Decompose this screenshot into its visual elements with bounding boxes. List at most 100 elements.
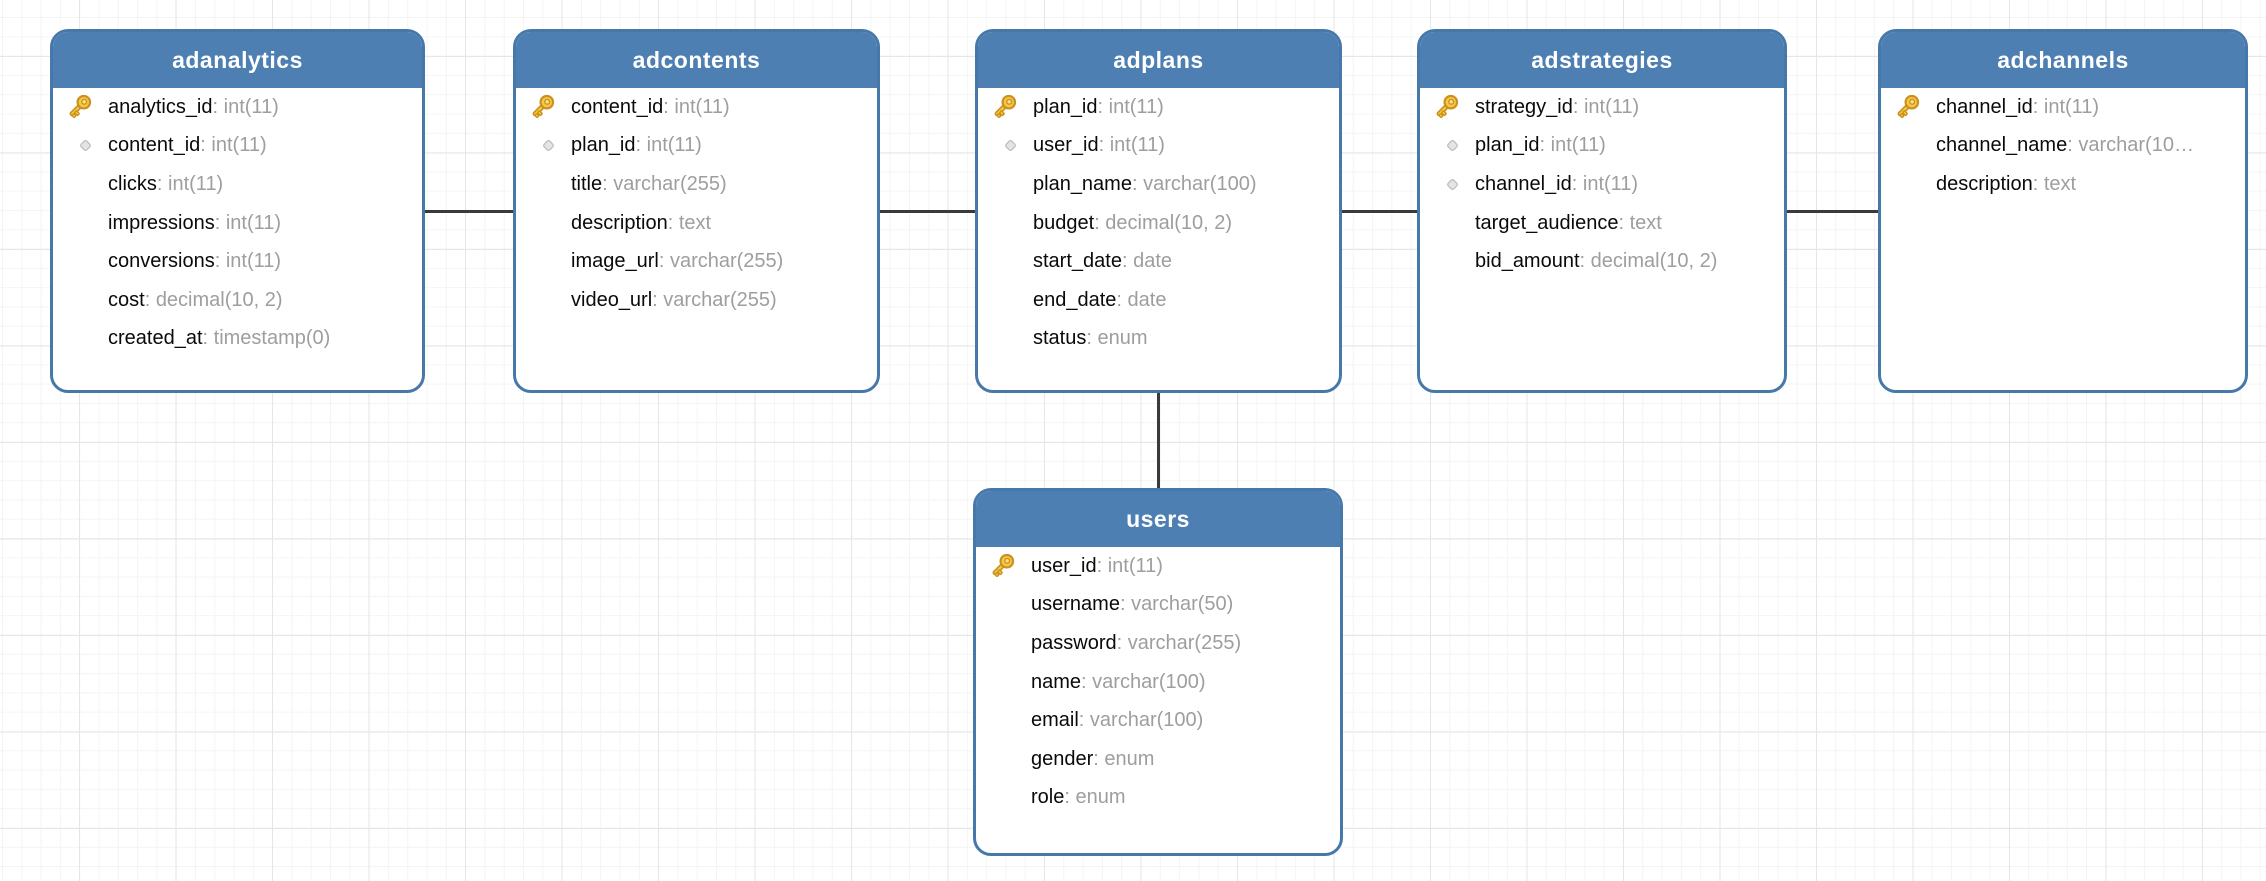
relation-line-adplans-adstrategies[interactable] [1340,210,1419,213]
field-name: plan_id [1033,95,1098,118]
table-header[interactable]: adcontents [516,32,877,88]
field-row[interactable]: created_at: timestamp(0) [53,320,422,359]
table-adstrategies[interactable]: adstrategies strategy_id: int(11) plan_i… [1417,29,1787,393]
table-header[interactable]: adstrategies [1420,32,1784,88]
field-row[interactable]: username: varchar(50) [976,586,1340,625]
table-header[interactable]: adanalytics [53,32,422,88]
field-row[interactable]: end_date: date [978,281,1339,320]
field-type: enum [1104,747,1155,770]
field-list: analytics_id: int(11) content_id: int(11… [53,88,422,358]
field-row[interactable]: description: text [1881,165,2245,204]
field-row[interactable]: impressions: int(11) [53,204,422,243]
field-row[interactable]: analytics_id: int(11) [53,88,422,127]
field-type: enum [1097,327,1148,350]
field-name: video_url [571,288,653,311]
field-row[interactable]: title: varchar(255) [516,165,877,204]
field-separator: : [652,288,664,311]
field-type: int(11) [2043,95,2100,118]
field-row[interactable]: plan_id: int(11) [1420,127,1784,166]
field-row[interactable]: plan_id: int(11) [978,88,1339,127]
field-name: created_at [108,327,203,350]
field-type: varchar(100) [1092,670,1206,693]
relation-line-adstrategies-adchannels[interactable] [1785,210,1880,213]
field-row[interactable]: content_id: int(11) [516,88,877,127]
table-header[interactable]: users [976,491,1340,547]
field-row[interactable]: role: enum [976,779,1340,818]
field-row[interactable]: channel_name: varchar(10… [1881,127,2245,166]
field-type: text [1629,211,1662,234]
field-row[interactable]: gender: enum [976,740,1340,779]
field-row[interactable]: image_url: varchar(255) [516,242,877,281]
field-row[interactable]: content_id: int(11) [53,127,422,166]
field-type: int(11) [674,95,730,118]
table-adplans[interactable]: adplans plan_id: int(11) user_id: int(11… [975,29,1342,393]
primary-key-icon [53,91,95,123]
field-row[interactable]: plan_name: varchar(100) [978,165,1339,204]
field-row[interactable]: strategy_id: int(11) [1420,88,1784,127]
field-row[interactable]: name: varchar(100) [976,663,1340,702]
field-name: plan_id [571,134,636,157]
field-row[interactable]: description: text [516,204,877,243]
field-separator: : [1098,134,1110,157]
table-title: users [1126,505,1190,532]
field-name: channel_name [1936,134,2068,157]
field-row[interactable]: bid_amount: decimal(10, 2) [1420,242,1784,281]
field-name: plan_name [1033,172,1132,195]
table-title: adcontents [632,46,761,73]
field-row[interactable]: budget: decimal(10, 2) [978,204,1339,243]
field-row[interactable]: plan_id: int(11) [516,127,877,166]
field-row[interactable]: clicks: int(11) [53,165,422,204]
primary-key-icon [1881,91,1923,123]
table-header[interactable]: adplans [978,32,1339,88]
field-type: int(11) [225,250,282,273]
table-users[interactable]: users user_id: int(11) username: varchar… [973,488,1343,856]
field-row[interactable]: email: varchar(100) [976,701,1340,740]
field-row[interactable]: channel_id: int(11) [1881,88,2245,127]
field-row[interactable]: cost: decimal(10, 2) [53,281,422,320]
field-name: description [571,211,668,234]
table-adcontents[interactable]: adcontents content_id: int(11) plan_id: … [513,29,880,393]
field-separator: : [1579,250,1591,273]
field-type: int(11) [168,172,224,195]
relation-line-adcontents-adplans[interactable] [878,210,977,213]
table-adchannels[interactable]: adchannels channel_id: int(11) channel_n… [1878,29,2248,393]
field-row[interactable]: password: varchar(255) [976,624,1340,663]
field-name: description [1936,172,2033,195]
relation-line-adanalytics-adcontents[interactable] [423,210,515,213]
field-name: username [1031,593,1120,616]
field-type: varchar(100) [1089,709,1204,732]
relation-line-adplans-users[interactable] [1157,391,1160,490]
field-type: text [2043,172,2077,195]
field-name: name [1031,670,1082,693]
field-separator: : [1081,670,1093,693]
field-type: int(11) [211,134,267,157]
field-type: varchar(255) [1127,631,1242,654]
table-title: adstrategies [1531,46,1673,73]
field-separator: : [1121,250,1134,273]
field-name: channel_id [1936,95,2033,118]
field-row[interactable]: status: enum [978,320,1339,359]
field-separator: : [1131,172,1144,195]
field-row[interactable]: user_id: int(11) [978,127,1339,166]
field-separator: : [2067,134,2079,157]
field-name: bid_amount [1475,250,1580,273]
table-adanalytics[interactable]: adanalytics analytics_id: int(11) conten… [50,29,425,393]
field-name: status [1033,327,1087,350]
field-row[interactable]: start_date: date [978,242,1339,281]
field-separator: : [1097,95,1109,118]
field-row[interactable]: channel_id: int(11) [1420,165,1784,204]
table-header[interactable]: adchannels [1881,32,2245,88]
field-list: strategy_id: int(11) plan_id: int(11) ch… [1420,88,1784,281]
field-separator: : [1064,786,1076,809]
primary-key-icon [978,91,1020,123]
field-type: int(11) [1583,95,1640,118]
field-type: varchar(255) [663,288,777,311]
field-row[interactable]: target_audience: text [1420,204,1784,243]
field-separator: : [602,172,614,195]
field-row[interactable]: conversions: int(11) [53,242,422,281]
field-row[interactable]: user_id: int(11) [976,547,1340,586]
field-separator: : [1539,134,1551,157]
field-type: varchar(100) [1143,172,1257,195]
field-row[interactable]: video_url: varchar(255) [516,281,877,320]
field-separator: : [1078,709,1090,732]
